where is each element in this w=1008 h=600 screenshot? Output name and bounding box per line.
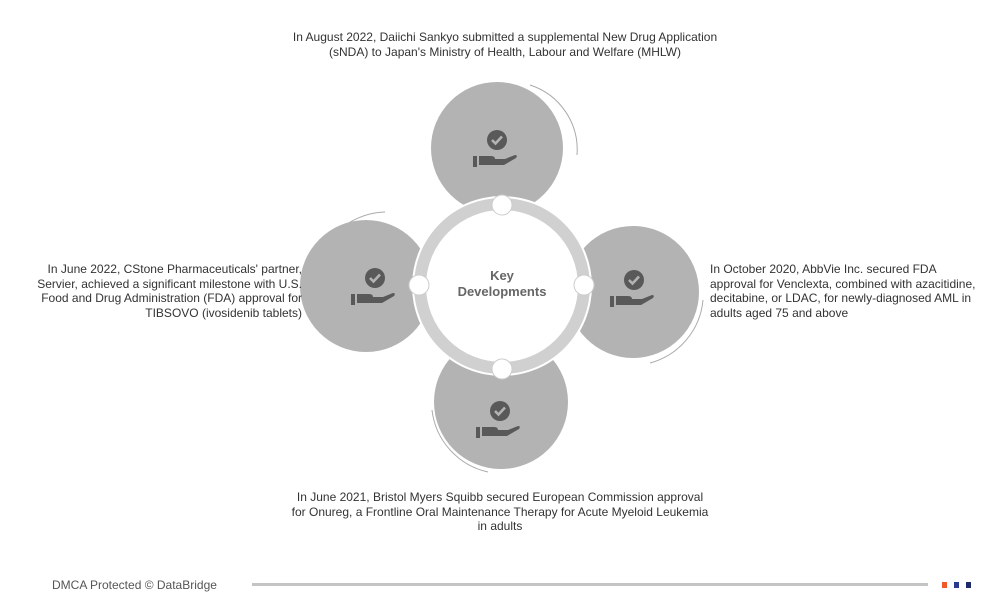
brand-square xyxy=(966,582,971,588)
connector-dot xyxy=(491,358,513,380)
brand-square xyxy=(954,582,959,588)
connector-dot xyxy=(491,194,513,216)
connector-dot xyxy=(408,274,430,296)
development-text-left: In June 2022, CStone Pharmaceuticals' pa… xyxy=(37,262,302,320)
footer-copyright: DMCA Protected © DataBridge xyxy=(52,578,217,592)
decorative-arc xyxy=(649,299,704,364)
center-label: Key xyxy=(490,268,515,283)
footer-divider xyxy=(252,583,928,586)
circle-right xyxy=(567,226,699,358)
decorative-arc xyxy=(431,409,489,473)
development-text-right: In October 2020, AbbVie Inc. secured FDA… xyxy=(710,262,976,320)
center-label: Developments xyxy=(458,284,547,299)
development-text-bottom: In June 2021, Bristol Myers Squibb secur… xyxy=(291,490,709,533)
brand-square xyxy=(942,582,947,588)
circle-left xyxy=(300,220,432,352)
development-text-top: In August 2022, Daiichi Sankyo submitted… xyxy=(292,30,718,59)
decorative-arc xyxy=(529,84,578,156)
connector-dot xyxy=(573,274,595,296)
